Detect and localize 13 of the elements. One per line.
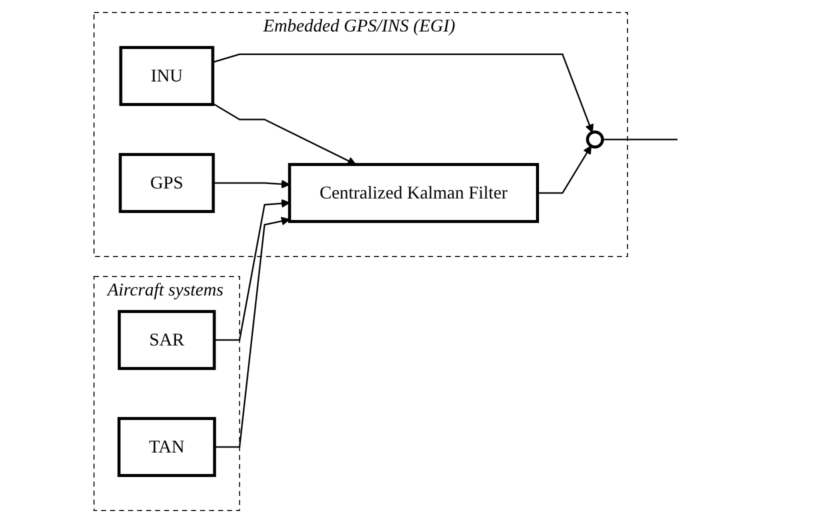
arrow bbox=[537, 146, 592, 194]
arrow bbox=[213, 180, 290, 189]
node-box: GPS bbox=[118, 153, 215, 213]
connector bbox=[602, 138, 678, 140]
arrow bbox=[212, 102, 356, 165]
arrow bbox=[214, 199, 290, 341]
arrow bbox=[214, 216, 290, 448]
node-box: SAR bbox=[118, 310, 216, 370]
node-box: TAN bbox=[117, 417, 216, 477]
arrow bbox=[212, 54, 594, 133]
node-circle bbox=[586, 130, 604, 148]
node-box: Centralized Kalman Filter bbox=[288, 163, 539, 223]
node-box: INU bbox=[119, 46, 214, 106]
